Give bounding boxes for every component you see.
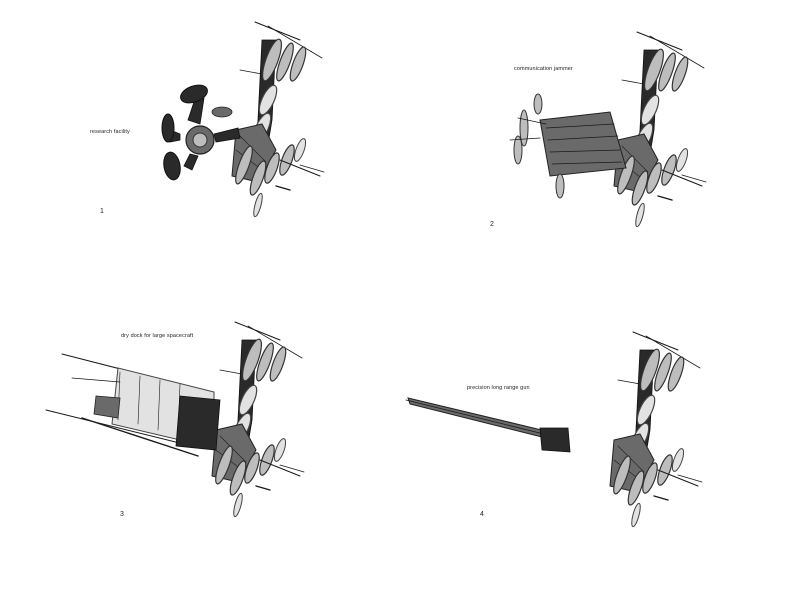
long-range-gun-sketch <box>405 331 703 529</box>
dry-dock-sketch <box>45 321 305 519</box>
panel-number: 3 <box>120 511 124 518</box>
panel-caption: communication jammer <box>514 66 573 72</box>
panel-communication-jammer: communication jammer 2 <box>400 0 800 300</box>
panel-research-facility: research facility 1 <box>0 0 400 300</box>
panel-number: 2 <box>490 221 494 228</box>
panel-number: 1 <box>100 208 104 215</box>
panel-dry-dock: dry dock for large spacecraft 3 <box>0 300 400 600</box>
panel-caption: dry dock for large spacecraft <box>121 333 194 339</box>
panel-number: 4 <box>480 511 484 518</box>
communication-jammer-sketch <box>509 31 707 229</box>
panel-caption: precision long range gun <box>467 385 530 391</box>
panel-long-range-gun: precision long range gun 4 <box>400 300 800 600</box>
research-facility-sketch <box>161 21 325 219</box>
panel-caption: research facility <box>90 129 130 135</box>
